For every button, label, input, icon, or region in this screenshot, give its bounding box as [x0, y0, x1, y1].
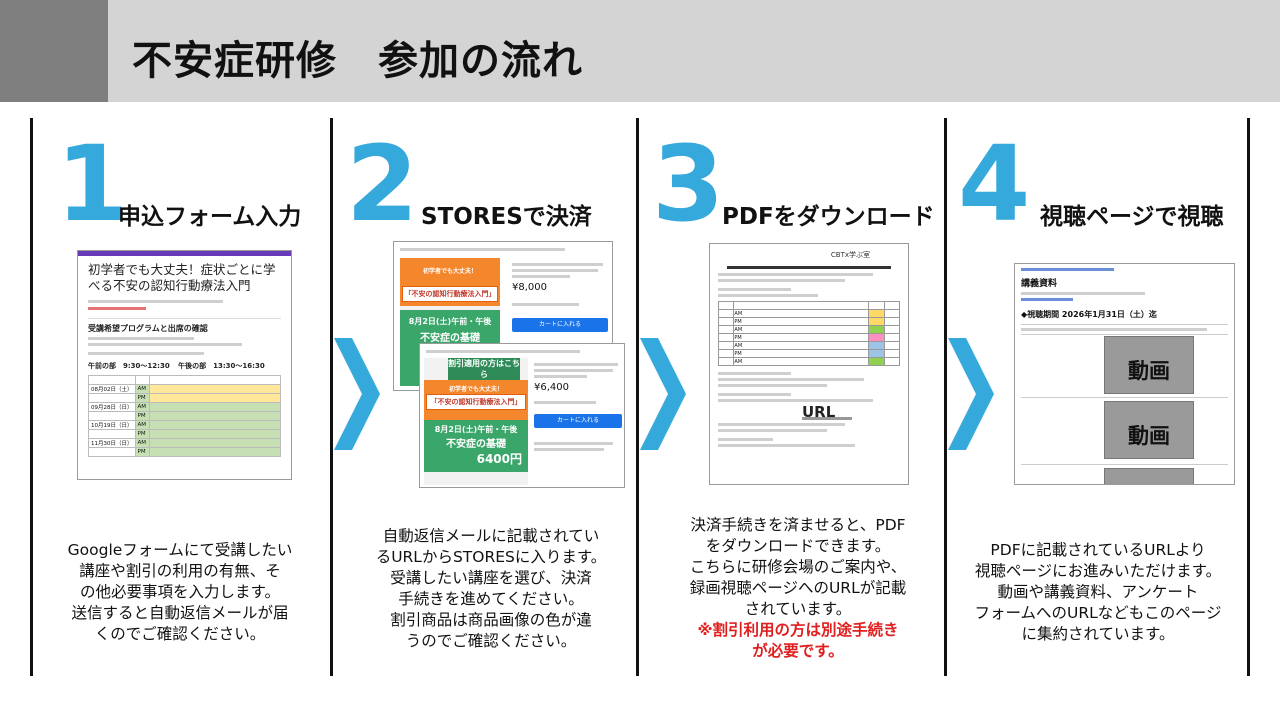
chevron-right-icon [334, 338, 380, 450]
viewing-period: ◆視聴期間 2026年1月31日（土）迄 [1021, 310, 1157, 319]
video-label: 動画 [1128, 359, 1170, 383]
desc-line: 決済手続きを済ませると、PDF [690, 516, 906, 534]
desc-line: こちらに研修会場のご案内や、 [689, 558, 907, 576]
price-text: ¥6,400 [534, 382, 569, 393]
desc-line: 自動返信メールに記載されてい [382, 527, 600, 545]
promo-top-text: 初学者でも大丈夫！ [422, 268, 477, 275]
chevron-right-icon [948, 338, 994, 450]
desc-line: 送信すると自動返信メールが届 [71, 604, 289, 622]
column-divider [944, 118, 947, 676]
page-title: 不安症研修 参加の流れ [132, 38, 583, 84]
step-1-number: 1 [56, 123, 129, 245]
google-form-screenshot: 初学者でも大丈夫！症状ごとに学べる不安の認知行動療法入門 受講希望プログラムと出… [77, 250, 292, 480]
step-1-description: Googleフォームにて受講したい 講座や割引の利用の有無、そ の他必要事項を入… [40, 540, 320, 645]
promo-course: 不安症の基礎 [420, 333, 480, 344]
chevron-right-icon [640, 338, 686, 450]
step-3-description: 決済手続きを済ませると、PDF をダウンロードできます。 こちらに研修会場のご案… [656, 515, 940, 662]
desc-line: 録画視聴ページへのURLが記載 [689, 579, 907, 597]
desc-line: うのでご確認ください。 [405, 632, 577, 650]
desc-line: るURLからSTORESに入ります。 [375, 548, 607, 566]
discount-banner: 割引適用の方はこちら [448, 358, 520, 380]
form-section-title: 受講希望プログラムと出席の確認 [88, 324, 208, 333]
price-text: ¥8,000 [512, 282, 547, 293]
step-1-title: 申込フォーム入力 [118, 204, 302, 230]
note-line: ※割引利用の方は別途手続き [697, 621, 899, 639]
add-to-cart-button[interactable]: カートに入れる [512, 318, 608, 332]
materials-heading: 講義資料 [1021, 279, 1058, 289]
desc-line: に集約されています。 [1021, 625, 1175, 643]
desc-line: くのでご確認ください。 [94, 625, 266, 643]
column-divider [330, 118, 333, 676]
pdf-schedule-table: AM PM AM PM AM PM AM [717, 301, 901, 366]
desc-line: 視聴ページにお進みいただけます。 [974, 562, 1222, 580]
column-divider [636, 118, 639, 676]
desc-line: Googleフォームにて受講したい [67, 541, 293, 559]
promo-course: 不安症の基礎 [446, 439, 506, 450]
date-cell: 10月19日（日） [88, 420, 136, 430]
desc-line: をダウンロードできます。 [705, 537, 891, 555]
video-thumbnail[interactable]: 動画 [1104, 401, 1194, 459]
desc-line: 講座や割引の利用の有無、そ [79, 562, 281, 580]
note-line: が必要です。 [752, 642, 844, 660]
date-cell: 08月02日（土） [88, 384, 136, 394]
date-cell: 09月28日（日） [88, 402, 136, 412]
column-divider [30, 118, 33, 676]
header-bar [108, 0, 1280, 102]
step-4-number: 4 [958, 123, 1031, 245]
promo-date: 8月2日(土)午前・午後 [408, 317, 492, 326]
promo-main-text: 「不安の認知行動療法入門」 [402, 286, 498, 302]
form-title: 初学者でも大丈夫！症状ごとに学べる不安の認知行動療法入門 [88, 262, 276, 293]
schedule-table: 08月02日（土）AM PM 09月28日（日）AM PM 10月19日（日）A… [88, 375, 281, 457]
pdf-url-label: URL [802, 403, 836, 421]
column-divider [1247, 118, 1250, 676]
video-thumbnail[interactable] [1104, 468, 1194, 484]
step-2-title: STORESで決済 [421, 204, 592, 230]
step-4-description: PDFに記載されているURLより 視聴ページにお進みいただけます。 動画や講義資… [966, 540, 1230, 645]
step-2-description: 自動返信メールに記載されてい るURLからSTORESに入ります。 受講したい講… [350, 526, 632, 652]
desc-line: 動画や講義資料、アンケート [997, 583, 1199, 601]
pdf-document-screenshot: CBTx学ぶ室 AM PM AM PM AM PM AM URL [709, 243, 909, 485]
video-thumbnail[interactable]: 動画 [1104, 336, 1194, 394]
desc-line: 割引商品は商品画像の色が違 [390, 611, 592, 629]
date-cell: 11月30日（日） [88, 438, 136, 448]
stores-product-screenshot-2: 割引適用の方はこちら 初学者でも大丈夫！ 「不安の認知行動療法入門」 8月2日(… [419, 343, 625, 488]
desc-line: 受講したい講座を選び、決済 [390, 569, 592, 587]
viewing-page-screenshot: 講義資料 ◆視聴期間 2026年1月31日（土）迄 動画 動画 [1014, 263, 1235, 485]
header-accent-block [0, 0, 108, 102]
promo-date: 8月2日(土)午前・午後 [434, 425, 518, 434]
step-3-number: 3 [652, 123, 725, 245]
desc-line: の他必要事項を入力します。 [80, 583, 280, 601]
promo-main-text: 「不安の認知行動療法入門」 [426, 394, 526, 410]
add-to-cart-button[interactable]: カートに入れる [534, 414, 622, 428]
desc-line: 手続きを進めてください。 [398, 590, 584, 608]
video-label: 動画 [1128, 424, 1170, 448]
desc-line: されています。 [744, 600, 852, 618]
form-pm-label: 午後の部 13:30〜16:30 [178, 362, 265, 370]
desc-line: PDFに記載されているURLより [990, 541, 1206, 559]
form-am-label: 午前の部 9:30〜12:30 [88, 362, 170, 370]
step-4-title: 視聴ページで視聴 [1040, 204, 1224, 230]
step-3-title: PDFをダウンロード [722, 204, 935, 230]
desc-line: フォームへのURLなどもこのページ [974, 604, 1222, 622]
pdf-logo: CBTx学ぶ室 [830, 251, 870, 259]
promo-big-price: 6400円 [476, 452, 522, 466]
step-2-number: 2 [346, 123, 419, 245]
